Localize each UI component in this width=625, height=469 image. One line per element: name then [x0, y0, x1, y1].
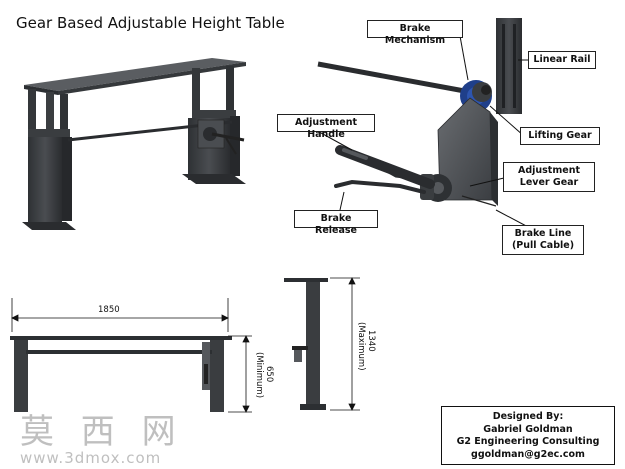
callout-adjustment-lever-gear: Adjustment Lever Gear [503, 162, 595, 192]
credits-line-2: Gabriel Goldman [483, 423, 573, 435]
watermark-cn: 莫 西 网 [20, 412, 184, 452]
front-left-leg [14, 340, 28, 412]
right-upper-leg [192, 68, 200, 114]
front-right-leg [210, 340, 224, 412]
front-cross-shaft [26, 350, 212, 354]
brake-cable [461, 195, 497, 207]
min-height-label: (Minimum) [254, 352, 264, 399]
callout-brake-line: Brake Line (Pull Cable) [502, 225, 584, 255]
side-tabletop [284, 278, 328, 282]
side-elevation [284, 278, 328, 410]
credits-line-4: ggoldman@g2ec.com [471, 448, 585, 460]
callout-adjustment-handle: Adjustment Handle [277, 114, 375, 140]
side-leg [306, 282, 320, 410]
credits-box: Designed By: Gabriel Goldman G2 Engineer… [441, 406, 615, 465]
callout-lifting-gear: Lifting Gear [520, 127, 600, 145]
width-dimension [11, 298, 229, 332]
credits-line-3: G2 Engineering Consulting [456, 436, 600, 447]
page-title: Gear Based Adjustable Height Table [16, 14, 285, 32]
mechanism-closeup [317, 18, 522, 207]
min-height-value: 650 [264, 366, 274, 383]
table-render [22, 58, 246, 230]
right-foot [182, 174, 246, 184]
min-height-dimension [228, 335, 252, 413]
left-upper-leg [28, 89, 36, 133]
front-elevation [10, 336, 232, 412]
max-height-value: 1340 [366, 330, 376, 352]
width-value: 1850 [98, 305, 120, 315]
watermark: 莫 西 网 www.3dmox.com [20, 404, 184, 467]
max-height-dimension [330, 277, 360, 411]
linear-rail [496, 18, 522, 114]
callout-linear-rail: Linear Rail [528, 51, 596, 69]
left-foot [22, 222, 76, 230]
drive-shaft [317, 61, 471, 95]
max-height-label: (Maximum) [356, 322, 366, 371]
brake-release-lever [334, 179, 426, 194]
tabletop [24, 58, 246, 91]
front-tabletop [10, 336, 232, 340]
watermark-url: www.3dmox.com [20, 449, 162, 467]
credits-line-1: Designed By: [492, 411, 564, 422]
left-lower-leg [28, 137, 62, 225]
callout-brake-release: Brake Release [294, 210, 378, 236]
callout-brake-mechanism: Brake Mechanism [367, 20, 463, 46]
